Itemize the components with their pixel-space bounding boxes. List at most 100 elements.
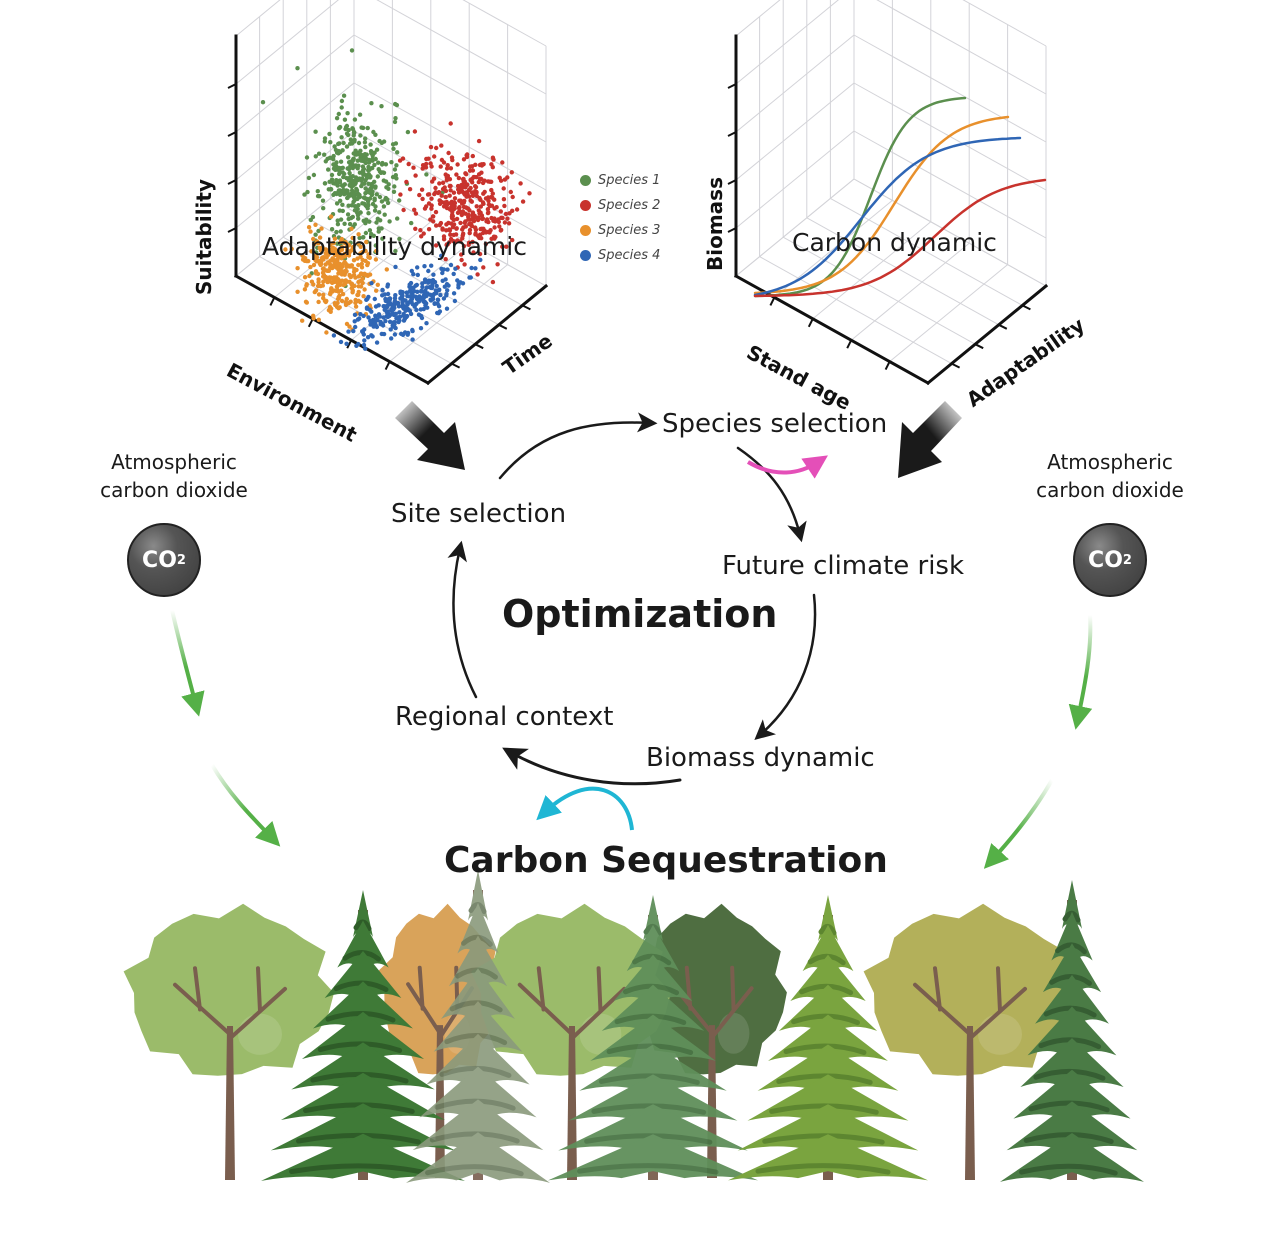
green-arrow-right-top-icon	[1068, 614, 1093, 730]
scatter-point-species-2	[500, 244, 505, 249]
scatter-point-species-2	[486, 229, 491, 235]
scatter-point-species-3	[295, 289, 300, 294]
scatter-point-species-1	[340, 184, 346, 189]
scatter-point-species-2	[422, 206, 428, 211]
scatter-point-species-1	[372, 208, 378, 213]
scatter-point-species-1	[364, 156, 369, 162]
grid-line	[806, 217, 1000, 326]
scatter-point-species-2	[460, 177, 466, 182]
scatter-point-species-4	[374, 340, 380, 345]
scatter-point-species-3	[318, 262, 323, 268]
scatter-point-species-2	[443, 257, 448, 262]
scatter-point-species-1	[340, 148, 345, 153]
scatter-point-species-4	[410, 328, 415, 334]
scatter-point-species-1	[328, 186, 334, 192]
axis-tick	[727, 131, 737, 137]
scatter-point-species-4	[393, 311, 398, 316]
scatter-point-species-4	[368, 318, 373, 324]
co2-text: CO	[142, 547, 177, 573]
scatter-point-species-4	[331, 333, 337, 338]
scatter-point-species-4	[429, 263, 434, 268]
scatter-point-species-2	[477, 211, 482, 216]
scatter-point-species-4	[400, 304, 405, 309]
axis-tick	[227, 83, 237, 89]
scatter-point-species-4	[362, 327, 367, 332]
scatter-point-species-2	[429, 196, 434, 201]
scatter-point-species-1	[394, 163, 399, 168]
scatter-point-species-1	[368, 186, 374, 191]
scatter-point-species-4	[380, 287, 385, 293]
scatter-point-species-4	[453, 266, 458, 271]
scatter-point-species-3	[342, 251, 347, 257]
scatter-point-species-4	[370, 334, 375, 339]
scatter-point-species-3	[328, 214, 334, 219]
scatter-point-species-1	[393, 116, 398, 121]
scatter-point-species-1	[351, 133, 356, 138]
scatter-point-species-4	[392, 301, 398, 307]
scatter-point-species-2	[461, 200, 466, 205]
scatter-point-species-1	[350, 157, 356, 162]
scatter-point-species-3	[339, 236, 344, 242]
scatter-point-species-4	[432, 301, 437, 306]
scatter-point-species-2	[426, 227, 432, 232]
tree-canopy	[123, 903, 334, 1076]
grid-line	[782, 236, 976, 345]
grid-line	[889, 264, 1008, 362]
canopy-highlight	[238, 1013, 282, 1055]
scatter-point-species-2	[463, 191, 468, 196]
scatter-point-species-4	[355, 317, 361, 322]
scatter-point-species-1	[363, 160, 368, 166]
pink-arrow-icon	[746, 455, 828, 479]
deciduous-tree-icon	[863, 903, 1074, 1180]
scatter-point-species-1	[383, 195, 389, 201]
scatter-point-species-2	[461, 243, 467, 249]
scatter-point-species-2	[461, 231, 466, 236]
scatter-point-species-4	[361, 313, 366, 319]
scatter-point-species-1	[395, 216, 400, 221]
scatter-point-species-4	[411, 272, 416, 277]
scatter-point-species-3	[326, 308, 332, 313]
scatter-point-species-3	[324, 330, 329, 335]
scatter-point-species-2	[401, 207, 406, 213]
grid-line	[812, 221, 932, 320]
scatter-point-species-2	[461, 157, 467, 162]
scatter-point-species-4	[414, 307, 419, 313]
scatter-point-species-4	[352, 312, 358, 317]
legend-label: Species 4	[598, 248, 661, 263]
legend-label: Species 2	[598, 198, 661, 213]
scatter-point-species-4	[396, 319, 401, 325]
scatter-point-species-2	[437, 181, 442, 186]
axis-tick	[474, 343, 484, 350]
scatter-point-species-3	[358, 278, 363, 284]
green-arrow-right-bottom-icon	[983, 779, 1054, 869]
scatter-point-species-3	[328, 262, 333, 267]
scatter-point-species-4	[456, 285, 461, 290]
scatter-point-species-1	[350, 214, 355, 220]
scatter-point-species-1	[340, 165, 345, 170]
scatter-point-species-1	[349, 177, 354, 183]
scatter-point-species-1	[337, 171, 342, 177]
tree-canopy	[470, 903, 671, 1076]
scatter-point-species-2	[463, 185, 468, 190]
scatter-point-species-2	[419, 187, 425, 192]
scatter-point-species-1	[260, 100, 266, 105]
scatter-point-species-4	[351, 328, 356, 334]
scatter-point-species-2	[467, 208, 472, 213]
scatter-point-species-3	[335, 288, 340, 293]
scatter-point-species-3	[359, 265, 365, 270]
scatter-point-species-4	[393, 264, 398, 270]
scatter-point-species-4	[468, 275, 473, 280]
scatter-point-species-4	[444, 291, 449, 297]
scatter-point-species-3	[328, 242, 333, 248]
legend-item: Species 2	[580, 193, 660, 218]
scatter-point-species-1	[357, 112, 363, 117]
scatter-point-species-1	[322, 139, 327, 144]
scatter-point-species-4	[434, 283, 439, 289]
scatter-point-species-2	[510, 194, 515, 200]
scatter-point-species-4	[445, 288, 450, 293]
scatter-point-species-4	[376, 312, 382, 317]
scatter-point-species-2	[439, 193, 444, 198]
scatter-point-species-1	[382, 212, 387, 217]
curve-3d-box	[727, 0, 1049, 386]
scatter-point-species-4	[382, 292, 387, 297]
